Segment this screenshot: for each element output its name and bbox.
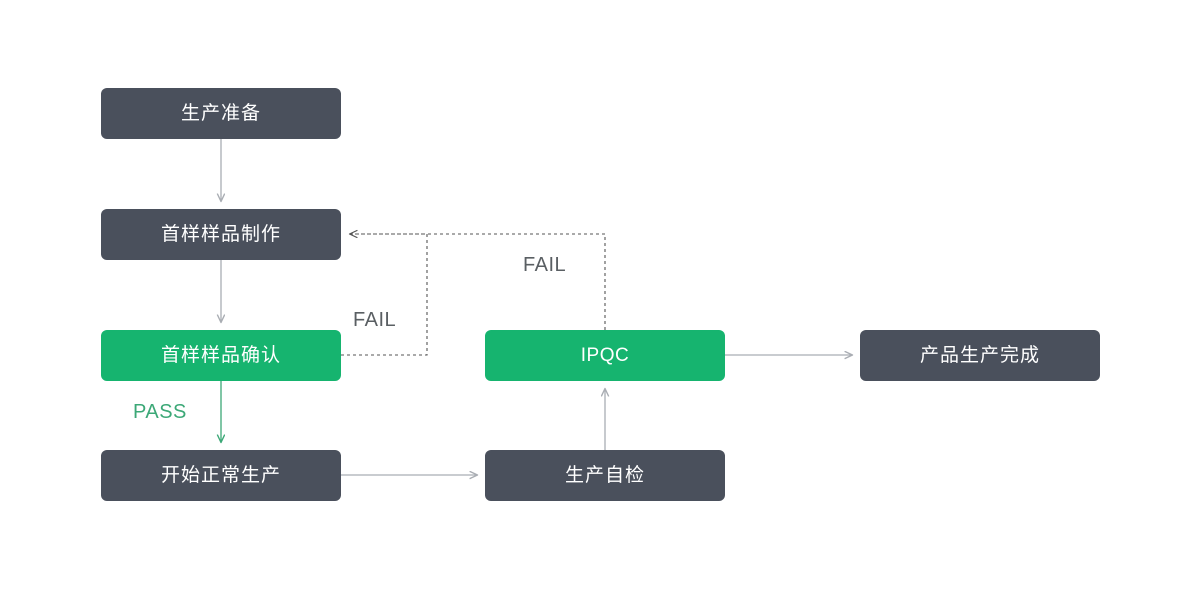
node-first-sample-confirmation[interactable]: 首样样品确认 bbox=[101, 330, 341, 381]
node-product-production-complete[interactable]: 产品生产完成 bbox=[860, 330, 1100, 381]
node-ipqc[interactable]: IPQC bbox=[485, 330, 725, 381]
node-production-self-inspection[interactable]: 生产自检 bbox=[485, 450, 725, 501]
edge-confirm-fail-to-sample-make bbox=[341, 234, 428, 356]
edge-label-fail-ipqc: FAIL bbox=[523, 254, 567, 276]
edge-label-fail-sample-confirmation: FAIL bbox=[353, 309, 397, 331]
node-first-sample-production[interactable]: 首样样品制作 bbox=[101, 209, 341, 260]
edge-label-pass-sample-confirmation: PASS bbox=[133, 401, 187, 423]
node-production-preparation[interactable]: 生产准备 bbox=[101, 88, 341, 139]
node-start-normal-production[interactable]: 开始正常生产 bbox=[101, 450, 341, 501]
